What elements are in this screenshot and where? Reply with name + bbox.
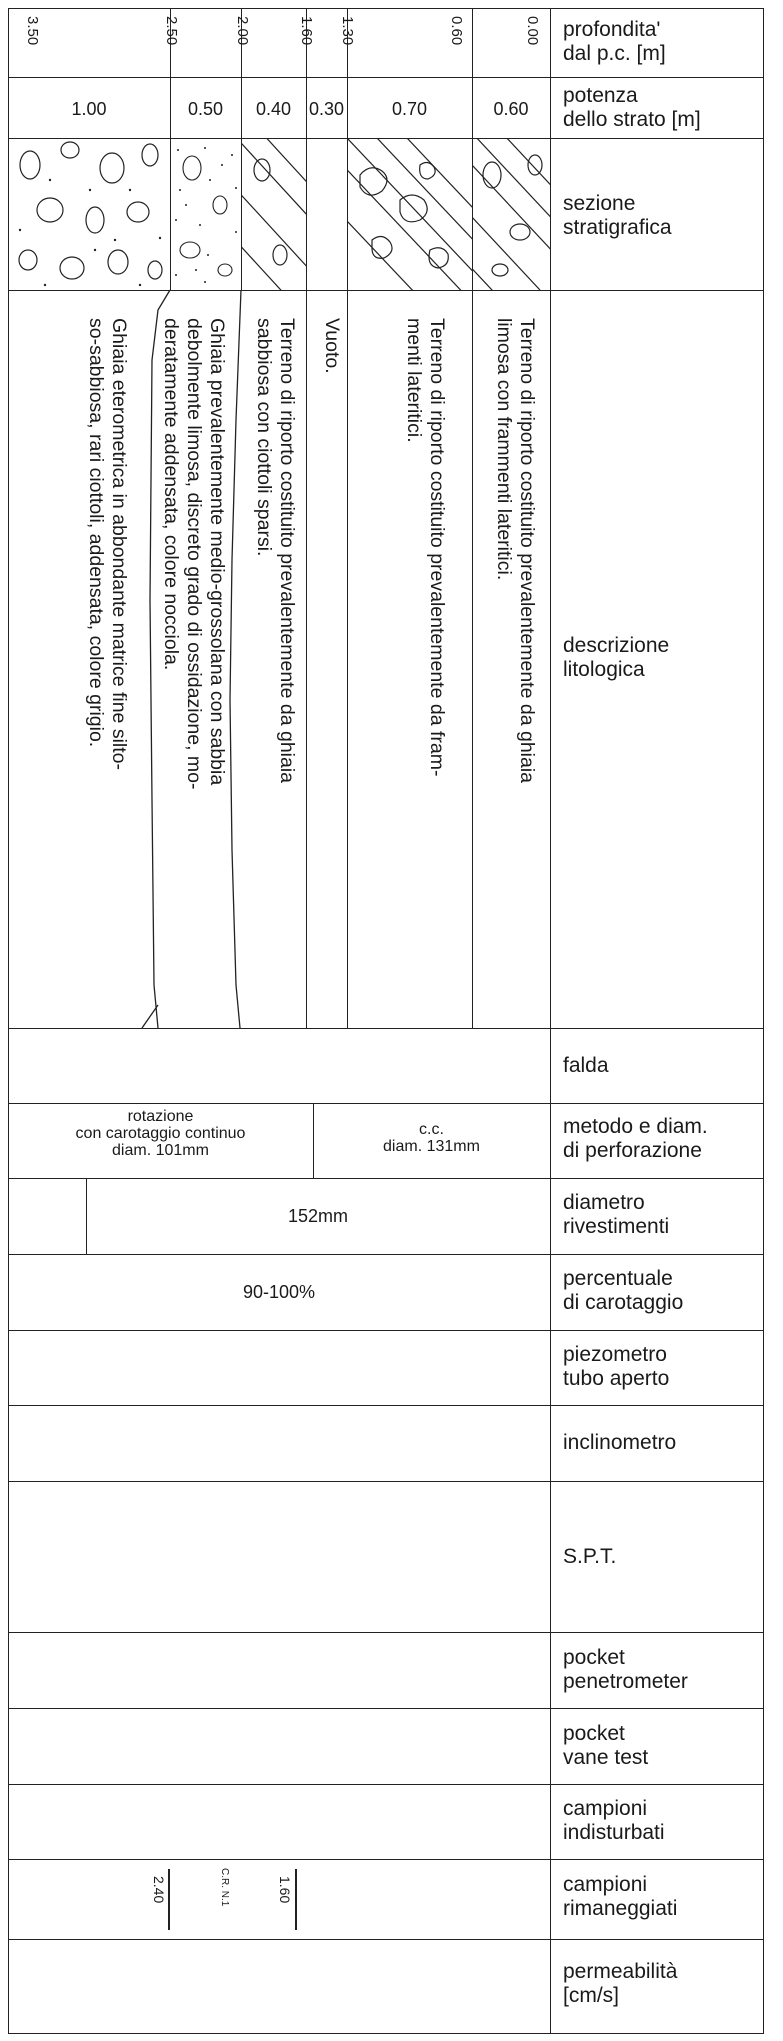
label-pocket-penetrometer: pocket penetrometer bbox=[563, 1646, 688, 1693]
label-percentuale: percentuale di carotaggio bbox=[563, 1267, 684, 1314]
sample-bottom-depth: 2.40 bbox=[151, 1876, 167, 1904]
label-campioni-rimaneggiati: campioni rimaneggiati bbox=[563, 1873, 678, 1920]
row-divider bbox=[8, 138, 764, 139]
row-divider bbox=[8, 1178, 764, 1179]
thickness-value: 0.50 bbox=[187, 99, 224, 119]
label-permeabilita: permeabilità [cm/s] bbox=[563, 1960, 678, 2007]
row-divider bbox=[8, 1784, 764, 1785]
boundary-0.60 bbox=[472, 8, 473, 1028]
label-descrizione: descrizione litologica bbox=[563, 634, 670, 681]
row-divider bbox=[8, 1103, 764, 1104]
thickness-value: 0.30 bbox=[308, 99, 345, 119]
sample-code: C.R. N.1 bbox=[219, 1868, 230, 1907]
row-divider bbox=[8, 1330, 764, 1331]
stratigraphic-log-frame bbox=[8, 8, 764, 2034]
label-piezometro: piezometro tubo aperto bbox=[563, 1343, 670, 1390]
label-pocket-vane: pocket vane test bbox=[563, 1722, 649, 1769]
thickness-value: 0.70 bbox=[391, 99, 428, 119]
label-diametro: diametro rivestimenti bbox=[563, 1191, 670, 1238]
boundary-1.60 bbox=[306, 8, 307, 1028]
label-profondita: profondita' dal p.c. [m] bbox=[563, 18, 666, 65]
row-divider bbox=[8, 1632, 764, 1633]
metodo-rotazione: rotazione con carotaggio continuo diam. … bbox=[75, 1108, 246, 1159]
row-divider bbox=[8, 1254, 764, 1255]
rivestimento-value: 152mm bbox=[287, 1206, 349, 1226]
label-sezione: sezione stratigrafica bbox=[563, 192, 672, 239]
carotaggio-value: 90-100% bbox=[242, 1282, 316, 1302]
label-potenza: potenza dello strato [m] bbox=[563, 84, 701, 131]
boundary-2.50 bbox=[170, 8, 171, 290]
label-metodo: metodo e diam. di perforazione bbox=[563, 1115, 708, 1162]
row-divider bbox=[8, 1481, 764, 1482]
row-divider bbox=[8, 1859, 764, 1860]
label-column-divider bbox=[550, 8, 551, 2034]
label-campioni-indisturbati: campioni indisturbati bbox=[563, 1797, 665, 1844]
boundary-2.00 bbox=[241, 8, 242, 290]
label-falda: falda bbox=[563, 1054, 609, 1077]
thickness-value: 1.00 bbox=[71, 99, 107, 119]
metodo-divider bbox=[313, 1103, 314, 1178]
row-divider bbox=[8, 1028, 764, 1029]
thickness-value: 0.40 bbox=[255, 99, 292, 119]
row-divider bbox=[8, 77, 764, 78]
label-spt: S.P.T. bbox=[563, 1545, 617, 1568]
label-inclinometro: inclinometro bbox=[563, 1431, 677, 1454]
boundary-1.30 bbox=[347, 8, 348, 1028]
row-divider bbox=[8, 290, 764, 291]
row-divider bbox=[8, 1405, 764, 1406]
sample-top-depth: 1.60 bbox=[277, 1876, 293, 1904]
row-divider bbox=[8, 1939, 764, 1940]
thickness-value: 0.60 bbox=[493, 99, 529, 119]
metodo-cc: c.c. diam. 131mm bbox=[383, 1121, 480, 1155]
row-divider bbox=[8, 1708, 764, 1709]
rivestimenti-divider bbox=[86, 1178, 87, 1254]
